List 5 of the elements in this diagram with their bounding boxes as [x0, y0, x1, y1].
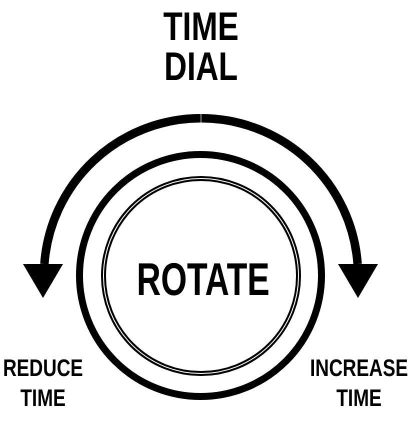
direction-label: INCREASE TIME: [310, 354, 408, 414]
diagram-title: TIME DIAL: [163, 7, 239, 87]
dial-inner-ring: [100, 176, 300, 376]
dial-label: ROTATE: [136, 256, 270, 302]
direction-label: REDUCE TIME: [2, 354, 84, 414]
